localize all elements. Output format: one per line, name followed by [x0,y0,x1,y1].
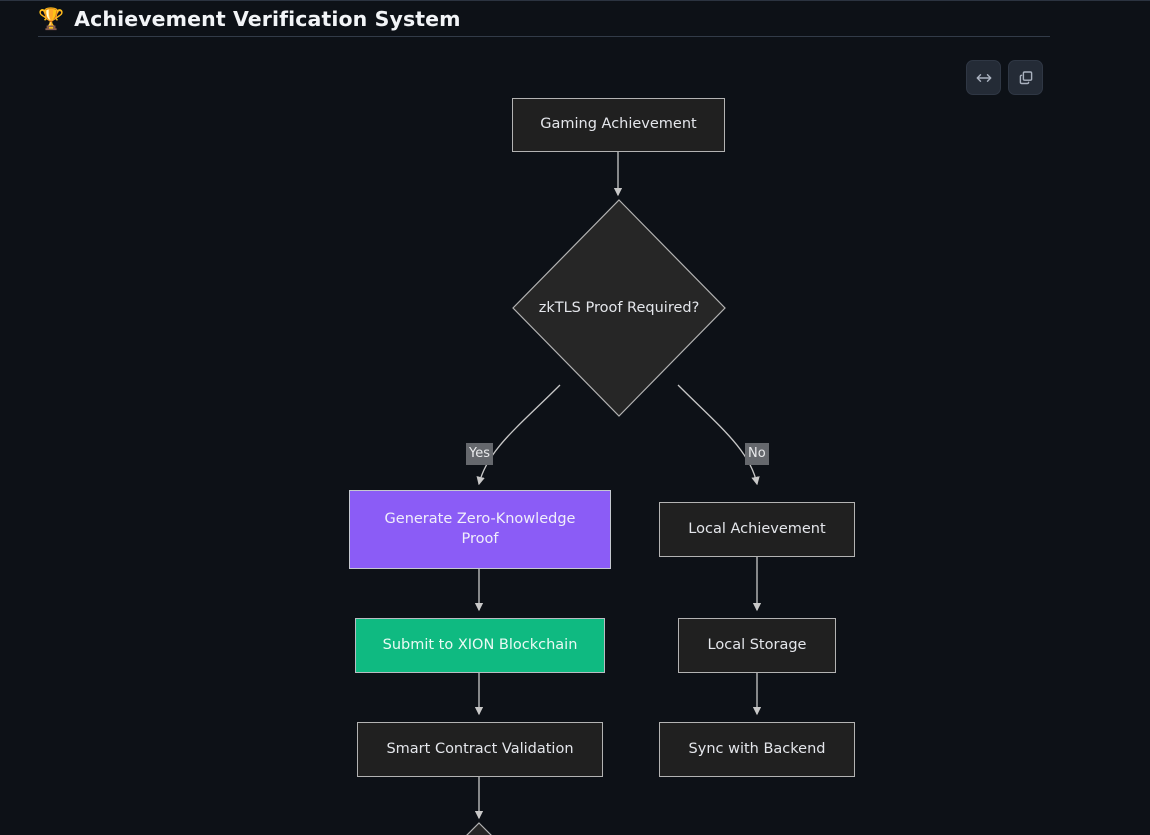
node-sync-with-backend[interactable]: Sync with Backend [659,722,855,777]
fit-width-button[interactable] [966,60,1001,95]
node-generate-zk-proof[interactable]: Generate Zero-Knowledge Proof [349,490,611,569]
node-local-achievement[interactable]: Local Achievement [659,502,855,557]
header-divider [38,36,1050,37]
node-label: Sync with Backend [688,740,826,757]
node-local-storage[interactable]: Local Storage [678,618,836,673]
node-submit-xion[interactable]: Submit to XION Blockchain [355,618,605,673]
copy-icon [1019,70,1032,84]
node-label: Submit to XION Blockchain [382,636,578,653]
diagram-toolbar [966,60,1043,95]
arrows-horizontal-icon [976,73,991,82]
next-decision-node-partial[interactable] [413,822,545,835]
diamond-shape [512,199,726,417]
edge-label-no: No [745,443,769,465]
page-header: 🏆 Achievement Verification System [0,1,1150,37]
window-top-border [0,0,1150,1]
page-title: Achievement Verification System [74,7,461,31]
diagram-canvas[interactable]: Gaming Achievement zkTLS Proof Required?… [0,40,1150,835]
copy-button[interactable] [1008,60,1043,95]
node-label: Generate Zero-Knowledge Proof [384,510,576,547]
node-label: Local Storage [707,636,807,653]
node-label: Local Achievement [688,520,826,537]
edge-label-yes: Yes [466,443,493,465]
diagram-edges [413,152,762,835]
trophy-icon: 🏆 [38,6,65,31]
node-smart-contract-validation[interactable]: Smart Contract Validation [357,722,603,777]
node-zktls-decision[interactable]: zkTLS Proof Required? [511,198,727,418]
node-gaming-achievement[interactable]: Gaming Achievement [512,98,725,152]
node-label: Smart Contract Validation [386,740,574,757]
node-label: Gaming Achievement [540,116,697,133]
